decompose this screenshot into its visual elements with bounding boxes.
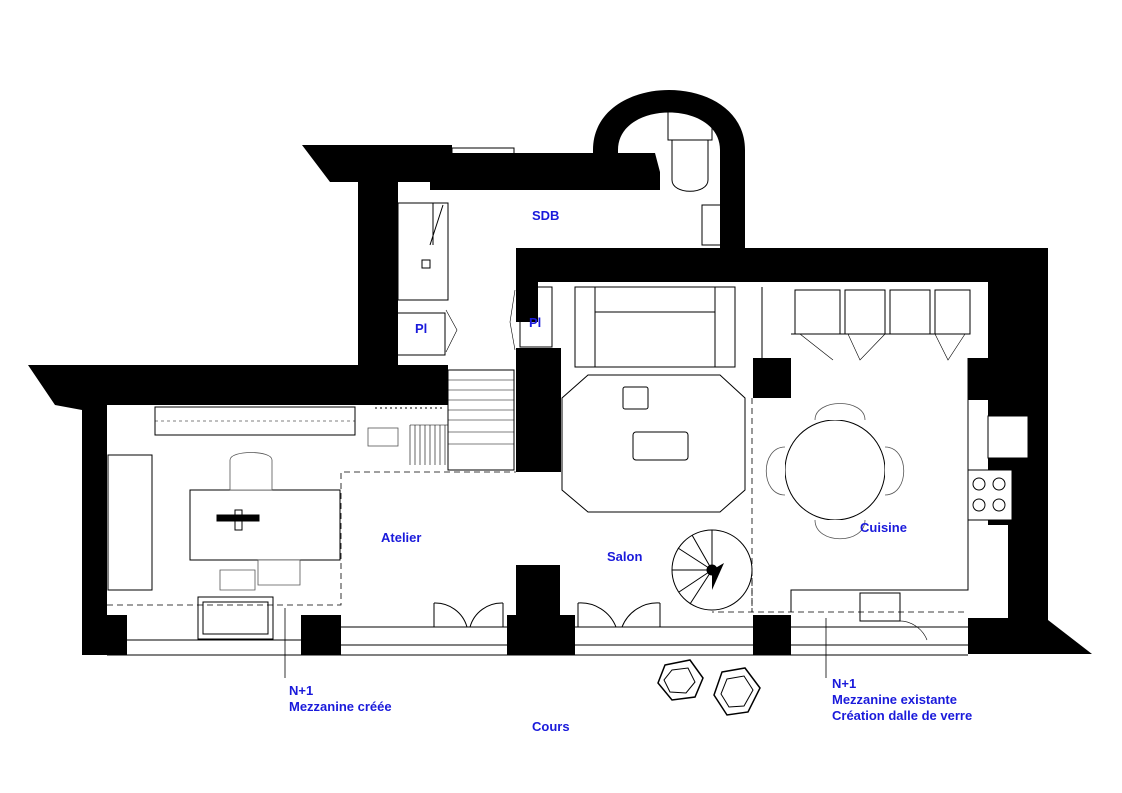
annotation-text: Mezzanine créée bbox=[289, 699, 392, 714]
bathroom-fixtures bbox=[396, 109, 723, 356]
annotation-mezzanine-created: N+1 Mezzanine créée bbox=[289, 683, 392, 715]
facade-lines bbox=[107, 626, 968, 656]
annotation-text: Mezzanine existante bbox=[832, 692, 957, 707]
room-label-pl-right: Pl bbox=[529, 315, 542, 330]
straight-stairs bbox=[375, 369, 515, 471]
room-label-atelier: Atelier bbox=[381, 530, 422, 545]
annotation-leaders bbox=[284, 608, 827, 678]
atelier-furniture bbox=[107, 406, 516, 640]
kitchen-furniture bbox=[751, 289, 1013, 622]
annotation-level: N+1 bbox=[832, 676, 857, 691]
salon-furniture bbox=[561, 286, 763, 613]
room-label-pl-left: Pl bbox=[415, 321, 428, 336]
room-label-cuisine: Cuisine bbox=[860, 520, 907, 535]
room-label-salon: Salon bbox=[607, 549, 643, 564]
room-label-cours: Cours bbox=[532, 719, 570, 734]
doors bbox=[433, 289, 966, 641]
annotation-mezzanine-existing: N+1 Mezzanine existante Création dalle d… bbox=[832, 676, 972, 724]
room-label-sdb: SDB bbox=[532, 208, 560, 223]
annotation-text-2: Création dalle de verre bbox=[832, 708, 973, 723]
annotation-level: N+1 bbox=[289, 683, 314, 698]
courtyard-planters bbox=[657, 659, 761, 716]
walls bbox=[28, 90, 1092, 655]
